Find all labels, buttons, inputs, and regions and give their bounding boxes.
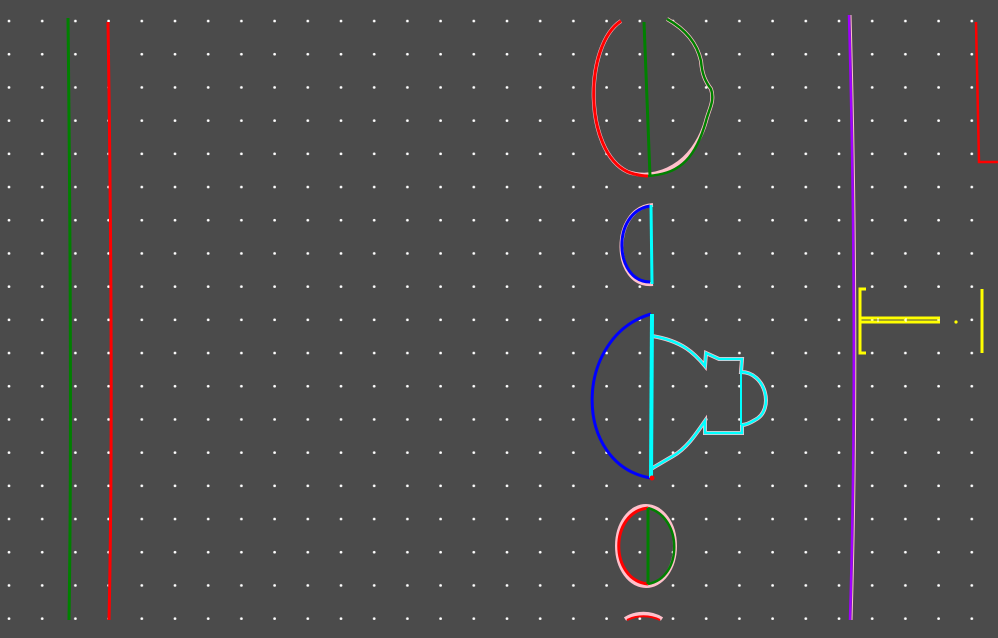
bulb-cyan-divider <box>649 313 654 479</box>
small-semicircle-blue-arc <box>620 204 651 284</box>
pink-accent-line <box>850 14 857 621</box>
bottom-arc-pink <box>623 611 664 621</box>
bulb-dot <box>649 475 655 481</box>
purple-vertical-line <box>847 14 857 621</box>
bottom-arc <box>623 611 664 621</box>
bulb-left-blue-arc <box>590 312 652 480</box>
small-semicircle <box>619 203 654 287</box>
bottom-arc-red <box>626 615 661 621</box>
bulb-shape <box>590 312 768 481</box>
small-oval-green-half <box>647 506 676 586</box>
small-oval <box>615 504 677 588</box>
small-oval-red-half <box>617 506 649 586</box>
yellow-bracket-symbol <box>858 287 984 355</box>
bulb-cyan-outline <box>650 334 768 471</box>
purple-line <box>847 14 855 621</box>
left-green-line <box>66 17 73 621</box>
right-red-mark <box>974 21 998 164</box>
yellow-dot <box>954 320 958 324</box>
top-split-circle <box>591 17 715 178</box>
top-circle-red-half <box>592 19 649 178</box>
left-vertical-lines <box>66 17 113 621</box>
top-circle-green-half <box>647 17 714 178</box>
small-semicircle-cyan-divider <box>649 204 654 285</box>
left-red-line <box>106 21 113 621</box>
top-circle-green-divider <box>642 21 652 177</box>
